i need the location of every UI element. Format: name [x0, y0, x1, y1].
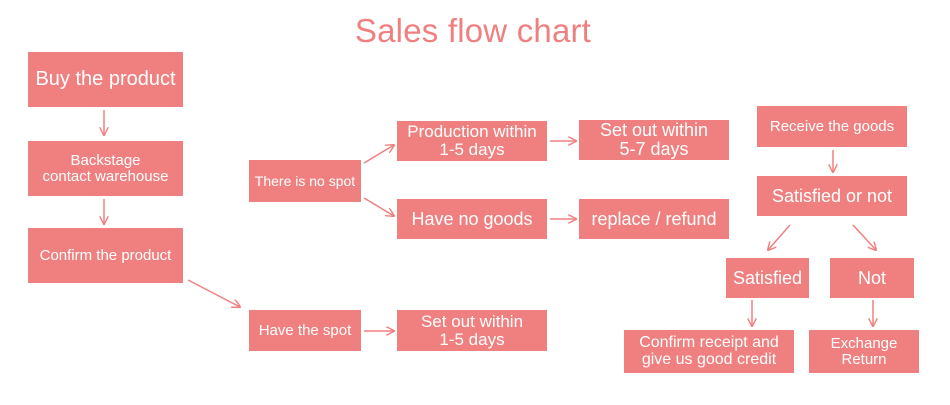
node-no-spot: There is no spot	[249, 160, 361, 202]
node-have-no-goods: Have no goods	[397, 199, 547, 239]
node-production: Production within 1-5 days	[397, 121, 547, 161]
node-receive-goods: Receive the goods	[757, 106, 907, 147]
arrow-to-not	[852, 224, 876, 250]
arrow-no-spot-to-production	[363, 145, 394, 164]
node-satisfied: Satisfied	[726, 258, 809, 298]
arrow-no-spot-to-no-goods	[363, 197, 394, 216]
node-buy-product: Buy the product	[28, 52, 183, 107]
arrow-confirm-to-have-spot	[187, 279, 240, 307]
node-confirm-product: Confirm the product	[28, 228, 183, 283]
node-have-spot: Have the spot	[249, 310, 361, 351]
node-setout-1-5: Set out within 1-5 days	[397, 310, 547, 351]
node-setout-5-7: Set out within 5-7 days	[579, 120, 729, 160]
node-replace-refund: replace / refund	[579, 199, 729, 239]
node-satisfied-or-not: Satisfied or not	[757, 176, 907, 216]
node-confirm-receipt: Confirm receipt and give us good credit	[624, 330, 794, 373]
chart-title: Sales flow chart	[354, 12, 592, 49]
node-backstage-contact: Backstage contact warehouse	[28, 141, 183, 196]
node-not: Not	[830, 258, 914, 298]
arrow-to-satisfied	[768, 224, 791, 250]
node-exchange-return: Exchange Return	[809, 330, 919, 373]
